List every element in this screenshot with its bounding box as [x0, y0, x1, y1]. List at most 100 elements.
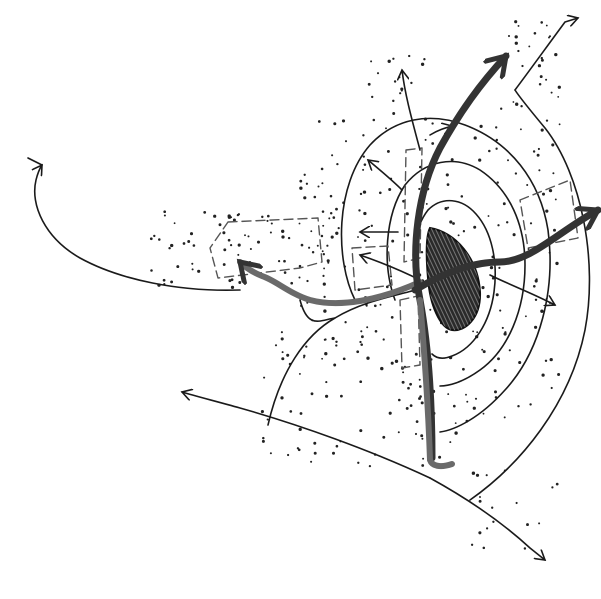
stipple-dot [375, 330, 378, 333]
stipple-dot [478, 531, 481, 534]
stipple-dot [476, 331, 478, 333]
stipple-dot [362, 134, 364, 136]
stipple-dot [299, 180, 302, 183]
stipple-dot [176, 265, 179, 268]
stipple-dot [360, 193, 362, 195]
stipple-dot [402, 371, 404, 373]
stipple-dot [187, 240, 190, 243]
stipple-dot [271, 222, 273, 224]
stipple-dot [282, 351, 284, 353]
stipple-dot [479, 125, 482, 128]
stipple-dot [472, 330, 474, 332]
stipple-dot [321, 182, 323, 184]
stipple-dot [392, 112, 395, 115]
stipple-dot [473, 226, 476, 229]
stipple-dot [551, 143, 554, 146]
stipple-dot [203, 211, 206, 214]
stipple-dot [546, 25, 548, 27]
stipple-dot [446, 173, 449, 176]
stipple-dot [322, 275, 324, 277]
stipple-dot [383, 338, 385, 340]
stipple-dot [549, 189, 552, 192]
stipple-dot [525, 315, 527, 317]
stipple-dot [420, 434, 423, 437]
stipple-dot [323, 253, 325, 255]
stipple-dot [318, 120, 321, 123]
stipple-dot [559, 123, 561, 125]
stipple-dot [504, 332, 507, 335]
stipple-dot [479, 500, 482, 503]
stipple-dot [521, 65, 523, 67]
stipple-dot [382, 436, 385, 439]
stipple-dot [263, 377, 265, 379]
stipple-dot [553, 229, 556, 232]
stipple-dot [557, 373, 560, 376]
stipple-dot [488, 215, 490, 217]
stipple-dot [401, 90, 403, 92]
stipple-dot [306, 183, 308, 185]
stipple-dot [494, 390, 497, 393]
stipple-dot [526, 184, 528, 186]
stipple-dot [342, 119, 345, 122]
stipple-dot [363, 155, 365, 157]
stipple-dot [447, 183, 450, 186]
stipple-dot [453, 405, 456, 408]
stipple-dot [534, 32, 537, 35]
stipple-dot [479, 496, 481, 498]
stipple-dot [555, 198, 557, 200]
stipple-dot [513, 233, 516, 236]
stipple-dot [554, 53, 557, 56]
stipple-dot [281, 235, 284, 238]
stipple-dot [299, 373, 301, 375]
stipple-dot [545, 360, 547, 362]
stipple-dot [299, 187, 302, 190]
stipple-dot [387, 150, 390, 153]
stipple-dot [421, 464, 424, 467]
stipple-dot [163, 210, 166, 213]
stipple-dot [514, 20, 517, 23]
stipple-dot [370, 60, 372, 62]
stipple-dot [555, 262, 558, 265]
stipple-dot [483, 350, 486, 353]
stipple-dot [223, 263, 226, 266]
stipple-dot [462, 368, 465, 371]
stipple-dot [449, 220, 452, 223]
hatch-line [510, 200, 580, 350]
stipple-dot [449, 441, 451, 443]
stipple-dot [278, 260, 280, 262]
stipple-dot [312, 251, 314, 253]
stipple-dot [500, 108, 502, 110]
west-road-line [35, 165, 240, 290]
stipple-dot [545, 209, 548, 212]
stipple-dot [222, 231, 225, 234]
east-small-arrow [490, 275, 555, 305]
stipple-dot [490, 266, 493, 269]
stipple-dot [228, 239, 231, 242]
stipple-dot [322, 225, 324, 227]
stipple-dot [541, 129, 544, 132]
stipple-dot [498, 267, 500, 269]
stipple-dot [461, 195, 464, 198]
stipple-dot [230, 244, 232, 246]
stipple-dot [290, 282, 293, 285]
stipple-dot [541, 373, 544, 376]
stipple-dot [373, 119, 376, 122]
stipple-dot [388, 60, 391, 63]
stipple-dot [429, 309, 431, 311]
stipple-dot [360, 343, 363, 346]
stipple-dot [529, 403, 531, 405]
hatch-line [346, 200, 416, 350]
stipple-dot [528, 45, 530, 47]
stipple-dot [465, 394, 467, 396]
footprint-south [400, 296, 420, 368]
hatch-line [482, 200, 552, 350]
stipple-dot [390, 275, 392, 277]
stipple-dot [509, 349, 511, 351]
stipple-dot [551, 92, 553, 94]
stipple-dot [366, 357, 369, 360]
stipple-dot [517, 405, 519, 407]
stipple-dot [399, 92, 401, 94]
stipple-dot [317, 185, 319, 187]
stipple-dot [164, 214, 166, 216]
stipple-dot [310, 461, 312, 463]
